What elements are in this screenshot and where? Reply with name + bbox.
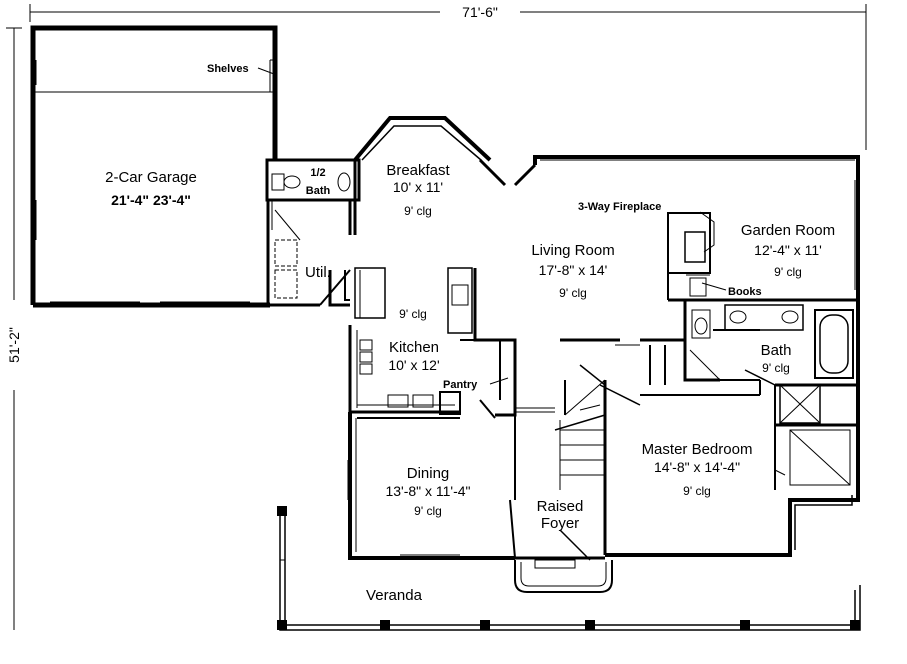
shelves-label: Shelves xyxy=(207,63,249,75)
utility-room xyxy=(266,200,352,307)
foyer-line2: Foyer xyxy=(541,515,579,532)
half-bath xyxy=(265,158,361,202)
overall-width-label: 71'-6" xyxy=(462,4,498,20)
overall-depth-dimension xyxy=(6,27,22,630)
living-name: Living Room xyxy=(531,242,614,259)
dining-ceiling: 9' clg xyxy=(414,504,442,518)
garage-size: 21'-4" 23'-4" xyxy=(111,192,191,208)
master-size: 14'-8" x 14'-4" xyxy=(654,459,740,475)
dining-name: Dining xyxy=(407,465,450,482)
shelves-leader xyxy=(257,67,275,75)
kitchen-name: Kitchen xyxy=(389,339,439,356)
bath-ceiling: 9' clg xyxy=(762,361,790,375)
pantry-label: Pantry xyxy=(443,379,478,391)
fireplace xyxy=(667,212,711,297)
breakfast-size: 10' x 11' xyxy=(393,179,443,195)
garden-name: Garden Room xyxy=(741,222,835,239)
master-bedroom-walls xyxy=(603,380,860,557)
kitchen-ceiling: 9' clg xyxy=(399,307,427,321)
stair-hall xyxy=(515,338,685,490)
veranda-name: Veranda xyxy=(366,587,423,604)
master-name: Master Bedroom xyxy=(642,441,753,458)
veranda-outline xyxy=(277,506,861,631)
garden-size: 12'-4" x 11' xyxy=(754,242,822,258)
breakfast-name: Breakfast xyxy=(386,162,450,179)
overall-width-dimension xyxy=(29,4,867,150)
foyer-entry xyxy=(514,529,613,593)
books-leader xyxy=(701,282,727,291)
breakfast-walls xyxy=(353,116,537,235)
books-label: Books xyxy=(728,286,762,298)
master-ceiling: 9' clg xyxy=(683,484,711,498)
living-ceiling: 9' clg xyxy=(559,286,587,300)
dining-size: 13'-8" x 11'-4" xyxy=(385,483,470,499)
kitchen-size: 10' x 12' xyxy=(388,357,439,373)
breakfast-ceiling: 9' clg xyxy=(404,204,432,218)
overall-depth-label: 51'-2" xyxy=(6,327,22,363)
living-size: 17'-8" x 14' xyxy=(539,262,608,278)
util-label: Util. xyxy=(305,264,331,281)
kitchen-walls xyxy=(328,267,517,419)
pantry-leader xyxy=(489,377,509,385)
fireplace-leader xyxy=(699,211,715,253)
interior-walls xyxy=(514,344,721,420)
garage-walls xyxy=(30,25,278,308)
half-bath-line2: Bath xyxy=(306,185,331,197)
garage-name: 2-Car Garage xyxy=(105,169,197,186)
dining-walls xyxy=(347,412,516,560)
foyer-line1: Raised xyxy=(537,498,584,515)
bath-walls xyxy=(683,300,860,490)
garden-ceiling: 9' clg xyxy=(774,265,802,279)
bath-name: Bath xyxy=(761,342,792,359)
half-bath-line1: 1/2 xyxy=(310,167,325,179)
fireplace-label: 3-Way Fireplace xyxy=(578,201,661,213)
